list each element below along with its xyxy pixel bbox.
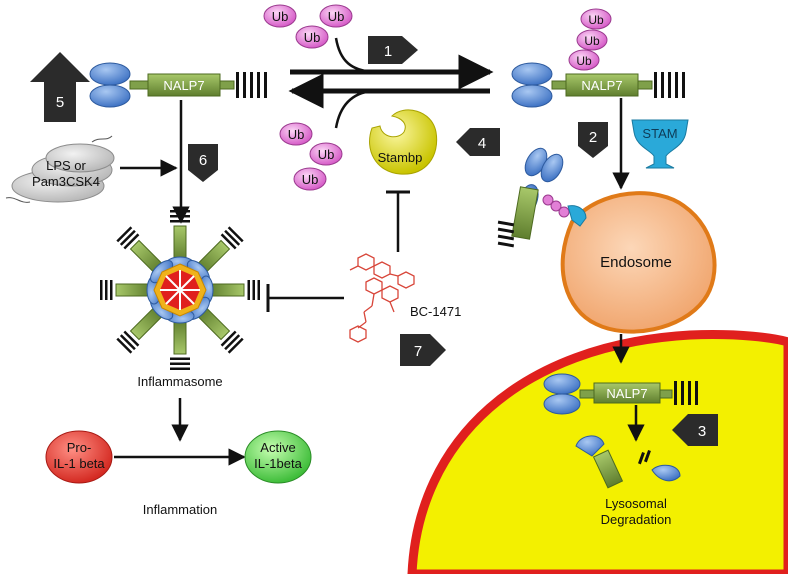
step-3-marker: 3 <box>672 414 718 446</box>
stambp-label: Stambp <box>378 150 423 165</box>
pro-il1-beta: Pro- IL-1 beta <box>45 430 113 484</box>
nalp7-endosome-body <box>497 147 587 248</box>
ub-label: Ub <box>302 172 319 187</box>
bc1471-label: BC-1471 <box>410 304 461 319</box>
ub-label: Ub <box>584 34 600 48</box>
degradation-label: Degradation <box>601 512 672 527</box>
nalp7-left: NALP7 <box>89 62 267 108</box>
endosome: Endosome <box>560 191 717 334</box>
ub-label: Ub <box>576 54 592 68</box>
pro-il-label: Pro- <box>67 440 92 455</box>
pam3csk4-label: Pam3CSK4 <box>32 174 100 189</box>
ub-label: Ub <box>318 147 335 162</box>
inflammasome <box>100 210 260 370</box>
ub-group-released: Ub Ub Ub <box>279 122 343 191</box>
step-2-marker: 2 <box>578 122 608 158</box>
endosome-label: Endosome <box>600 254 672 271</box>
nalp7-label: NALP7 <box>163 78 204 93</box>
ub-label: Ub <box>304 30 321 45</box>
ub-label: Ub <box>272 9 289 24</box>
lps-label: LPS or <box>46 158 86 173</box>
step-1-marker: 1 <box>368 36 418 64</box>
stam: STAM <box>631 119 689 169</box>
nalp7-right: NALP7 <box>511 62 685 108</box>
active-label: Active <box>260 440 295 455</box>
nalp7-label: NALP7 <box>581 78 622 93</box>
lysosomal-label: Lysosomal <box>605 496 667 511</box>
stambp: Stambp <box>369 109 438 175</box>
svg-text:4: 4 <box>478 135 486 152</box>
ub-label: Ub <box>288 127 305 142</box>
degraded-fragments <box>575 435 681 489</box>
il1-beta-label: IL-1 beta <box>53 456 105 471</box>
lps-pam3csk4-ligand: LPS or Pam3CSK4 <box>5 135 115 203</box>
ub-attach-curve <box>334 37 373 74</box>
active-il1-beta: Active IL-1beta <box>244 430 312 484</box>
ub-release-curve <box>334 89 373 129</box>
step-7-marker: 7 <box>400 334 446 366</box>
svg-text:3: 3 <box>698 423 706 440</box>
step-4-marker: 4 <box>456 128 500 156</box>
bc1471-molecule <box>349 253 415 343</box>
step-5-upregulation-arrow: 5 <box>30 52 90 122</box>
svg-text:7: 7 <box>414 343 422 360</box>
ub-chain-right: Ub Ub Ub <box>568 8 612 71</box>
nalp7-lysosome: NALP7 <box>543 373 698 415</box>
svg-text:5: 5 <box>56 94 64 111</box>
svg-text:6: 6 <box>199 152 207 169</box>
inflammation-label: Inflammation <box>143 502 217 517</box>
il1beta-label: IL-1beta <box>254 456 302 471</box>
inflammasome-label: Inflammasome <box>137 374 222 389</box>
svg-text:1: 1 <box>384 43 392 60</box>
svg-text:2: 2 <box>589 129 597 146</box>
inflammasome-spokes <box>100 210 260 370</box>
ub-label: Ub <box>588 13 604 27</box>
stam-label: STAM <box>642 126 677 141</box>
ub-label: Ub <box>328 9 345 24</box>
step-6-marker: 6 <box>188 144 218 182</box>
nalp7-label: NALP7 <box>606 386 647 401</box>
ub-group-top: Ub Ub Ub <box>263 4 353 49</box>
